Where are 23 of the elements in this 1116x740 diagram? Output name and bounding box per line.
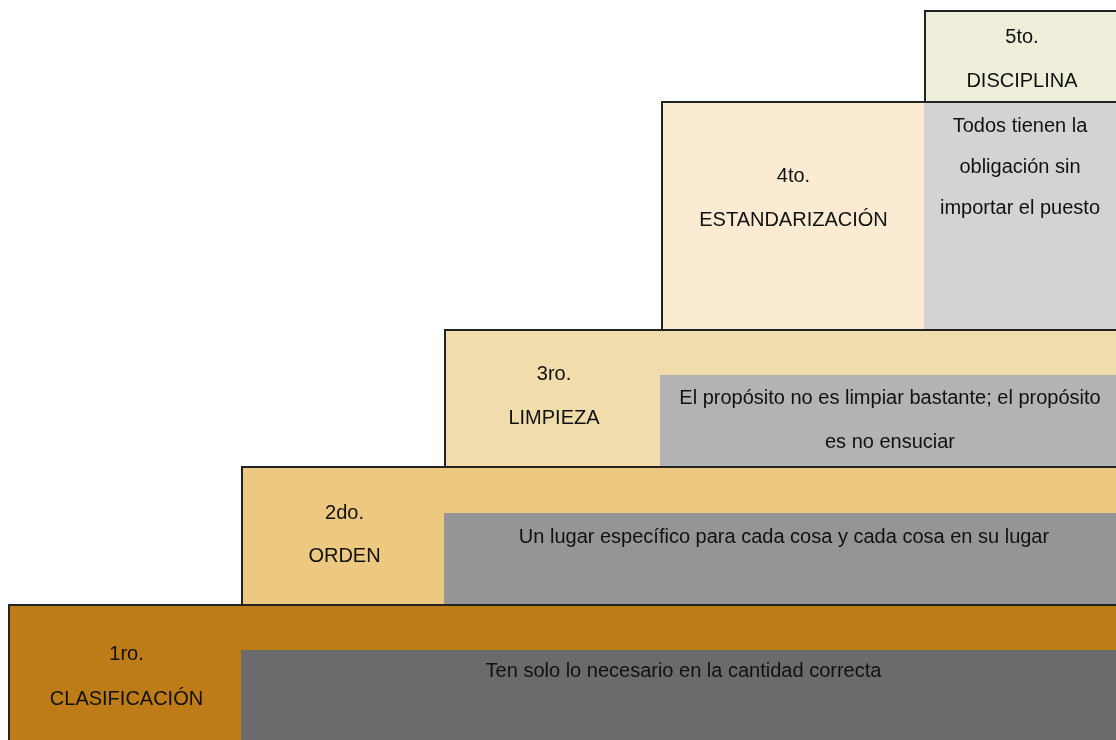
step-number: 5to. bbox=[1004, 24, 1040, 49]
description-text: El propósito no es limpiar bastante; el propósito es no ensuciar bbox=[678, 385, 1102, 454]
step-box bbox=[661, 101, 1116, 331]
description-panel bbox=[924, 103, 1116, 329]
step-title: ESTANDARIZACIÓN bbox=[698, 207, 889, 232]
step-box bbox=[444, 329, 1116, 468]
step-number: 3ro. bbox=[535, 361, 573, 386]
description-panel bbox=[660, 375, 1116, 466]
description-panel bbox=[241, 650, 1116, 740]
description-text: Todos tienen la obligación sin importar el puesto bbox=[938, 113, 1102, 220]
step-number: 2do. bbox=[324, 500, 365, 525]
step-number: 4to. bbox=[775, 163, 812, 188]
description-text: Un lugar específico para cada cosa y cada cosa en su lugar bbox=[518, 524, 1050, 549]
step-box bbox=[924, 10, 1116, 103]
step-box bbox=[8, 604, 1116, 740]
step-title: ORDEN bbox=[307, 543, 382, 568]
step-title: DISCIPLINA bbox=[965, 68, 1079, 93]
step-title: LIMPIEZA bbox=[507, 405, 601, 430]
step-number: 1ro. bbox=[108, 641, 145, 666]
description-panel bbox=[444, 513, 1116, 604]
step-box bbox=[241, 466, 1116, 606]
step-title: CLASIFICACIÓN bbox=[48, 686, 205, 711]
description-text: Ten solo lo necesario en la cantidad correcta bbox=[485, 658, 882, 683]
